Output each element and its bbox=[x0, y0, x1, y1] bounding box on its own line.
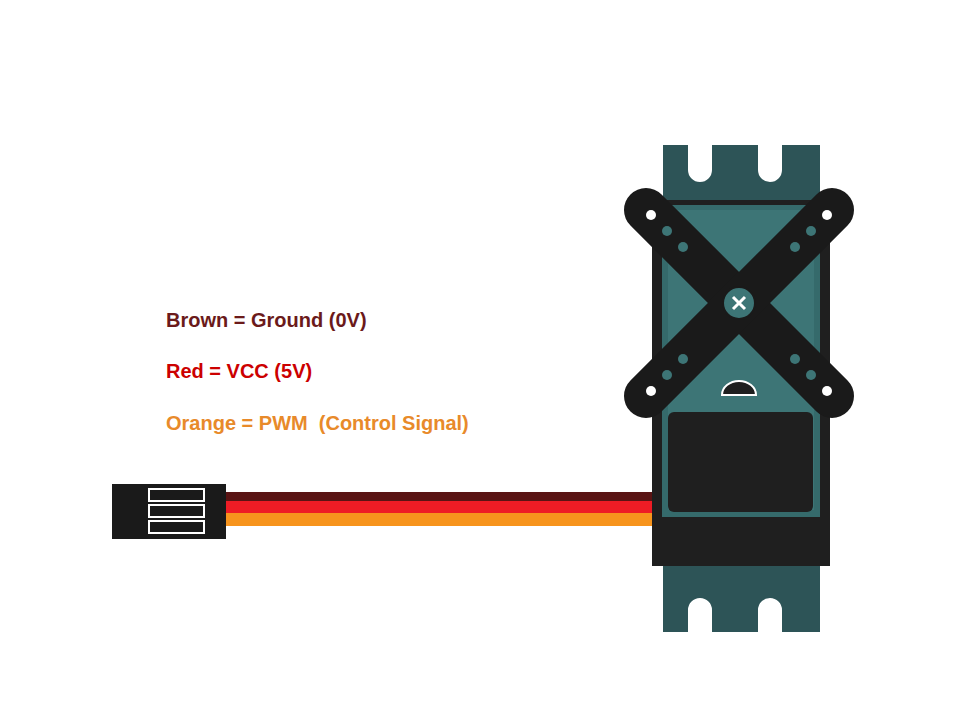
mounting-tab bbox=[663, 560, 820, 632]
connector-slot bbox=[149, 521, 204, 533]
wire-color-label: Brown = Ground (0V) bbox=[166, 308, 367, 332]
wire-color-label: Orange = PWM (Control Signal) bbox=[166, 411, 469, 435]
servo-case bbox=[668, 412, 813, 512]
connector-slot bbox=[149, 489, 204, 501]
wire-color-label: Red = VCC (5V) bbox=[166, 359, 312, 383]
gear-bump bbox=[722, 381, 756, 395]
orange-wire bbox=[220, 513, 656, 526]
brown-wire bbox=[220, 492, 656, 501]
mounting-tab bbox=[663, 145, 820, 205]
servo-horn bbox=[646, 210, 832, 396]
connector-slot bbox=[149, 505, 204, 517]
red-wire bbox=[220, 501, 656, 513]
connector-plug bbox=[112, 484, 226, 539]
